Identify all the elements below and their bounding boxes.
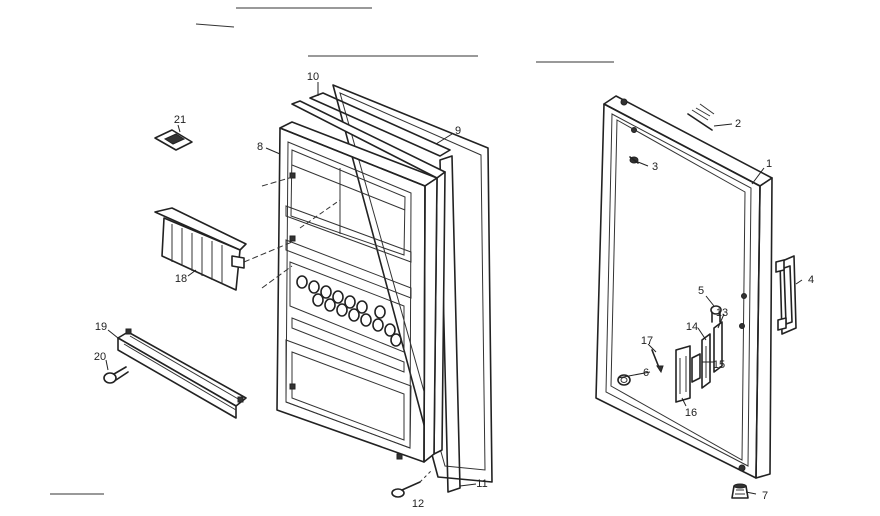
label-part-15: 15 xyxy=(713,359,725,371)
label-part-17: 17 xyxy=(641,335,653,347)
screw-handle xyxy=(710,305,722,323)
label-part-1: 1 xyxy=(766,158,772,170)
closer-screw xyxy=(651,349,664,374)
label-part-3: 3 xyxy=(652,161,658,173)
hinge-pin xyxy=(687,103,715,131)
screw-top xyxy=(629,156,639,164)
retainer-screw xyxy=(103,366,129,384)
label-part-18: 18 xyxy=(175,273,187,285)
label-part-13: 13 xyxy=(716,307,728,319)
assembly-guide-lines xyxy=(243,175,341,289)
compartment-hinge-clip xyxy=(154,129,193,151)
bottom-hinge-bushing xyxy=(731,483,749,499)
gasket-retainer-top xyxy=(309,92,451,157)
closer-bracket xyxy=(701,321,723,389)
door-outer-panel xyxy=(595,95,773,479)
closer-housing xyxy=(675,345,701,403)
label-part-8: 8 xyxy=(257,141,263,153)
label-part-9: 9 xyxy=(455,125,461,137)
scan-artifacts xyxy=(50,7,614,495)
label-part-6: 6 xyxy=(643,367,649,379)
label-part-14: 14 xyxy=(686,321,698,333)
gasket-retainer-side xyxy=(439,155,461,493)
label-part-10: 10 xyxy=(307,71,319,83)
part-labels: 21 8 10 9 18 19 20 12 11 2 3 1 4 5 13 14… xyxy=(94,71,814,510)
door-handle xyxy=(775,255,797,335)
butter-compartment-door xyxy=(154,207,247,291)
liner-screw xyxy=(391,469,433,498)
label-part-20: 20 xyxy=(94,351,106,363)
label-part-12: 12 xyxy=(412,498,424,510)
label-part-19: 19 xyxy=(95,321,107,333)
door-liner xyxy=(276,100,446,463)
label-part-4: 4 xyxy=(808,274,814,286)
label-part-5: 5 xyxy=(698,285,704,297)
label-part-21: 21 xyxy=(174,114,186,126)
label-part-11: 11 xyxy=(476,478,487,490)
label-part-7: 7 xyxy=(762,490,768,502)
label-part-2: 2 xyxy=(735,118,741,130)
shelf-retainer-bar xyxy=(117,328,247,419)
leader-lines xyxy=(105,82,803,495)
egg-cups xyxy=(296,275,402,347)
label-part-16: 16 xyxy=(685,407,697,419)
